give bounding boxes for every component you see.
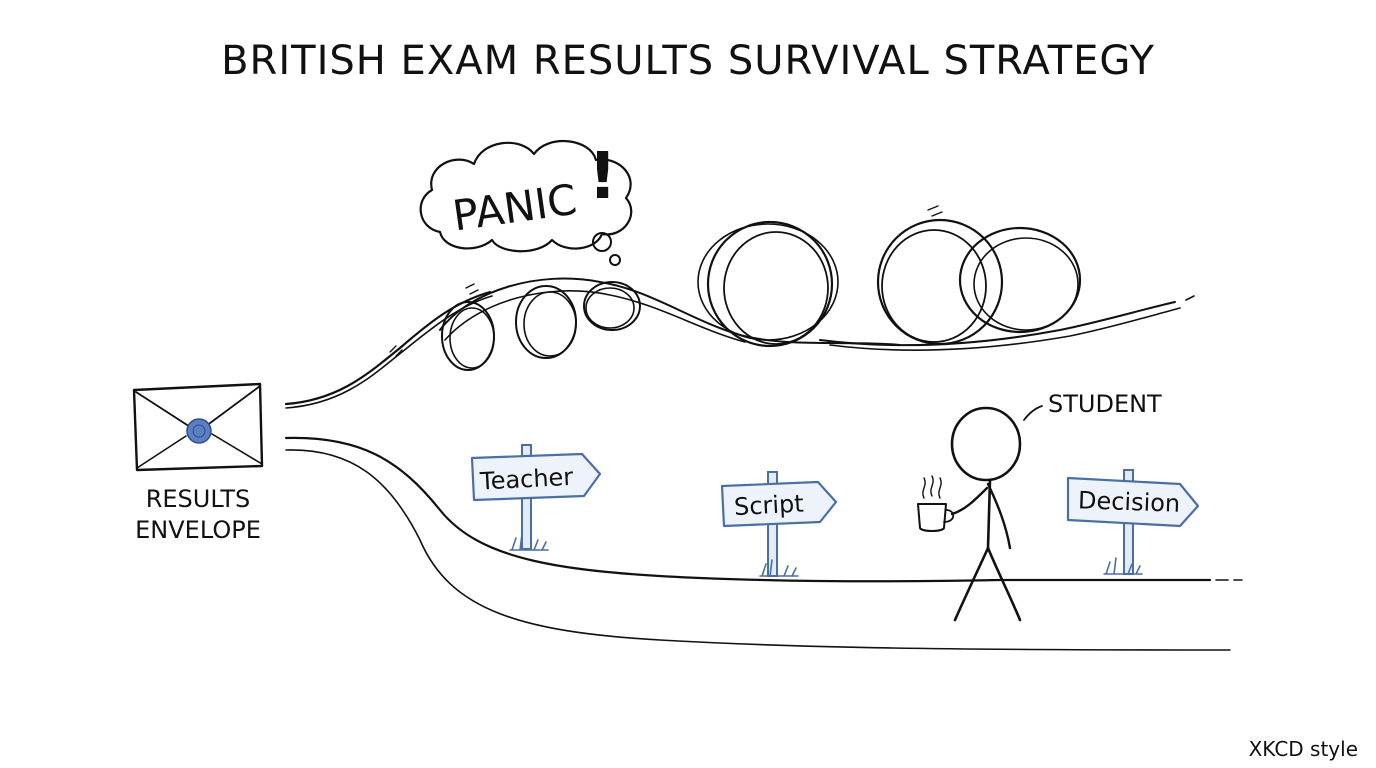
- signature-text: XKCD style: [1249, 737, 1358, 761]
- panic-thought-bubble: PANIC !: [419, 140, 633, 266]
- student-label: STUDENT: [1048, 390, 1162, 418]
- signpost-script: Script: [720, 471, 838, 577]
- calm-road: [284, 436, 1243, 651]
- panic-exclamation: !: [588, 140, 617, 214]
- signpost-script-label: Script: [733, 490, 804, 522]
- signpost-decision-label: Decision: [1078, 486, 1181, 518]
- panic-text: PANIC: [450, 175, 580, 241]
- signpost-teacher-label: Teacher: [478, 463, 574, 496]
- mug-icon: [917, 475, 955, 532]
- student-figure: STUDENT: [950, 390, 1162, 622]
- signpost-decision: Decision: [1066, 469, 1200, 575]
- envelope-label-line1: RESULTS: [146, 485, 251, 513]
- diagram-title: BRITISH EXAM RESULTS SURVIVAL STRATEGY: [221, 38, 1155, 84]
- panic-path: [284, 205, 1195, 409]
- wax-seal-icon: [186, 418, 212, 444]
- results-envelope: RESULTS ENVELOPE: [132, 382, 264, 544]
- envelope-label-line2: ENVELOPE: [135, 516, 261, 544]
- signpost-teacher: Teacher: [470, 444, 602, 551]
